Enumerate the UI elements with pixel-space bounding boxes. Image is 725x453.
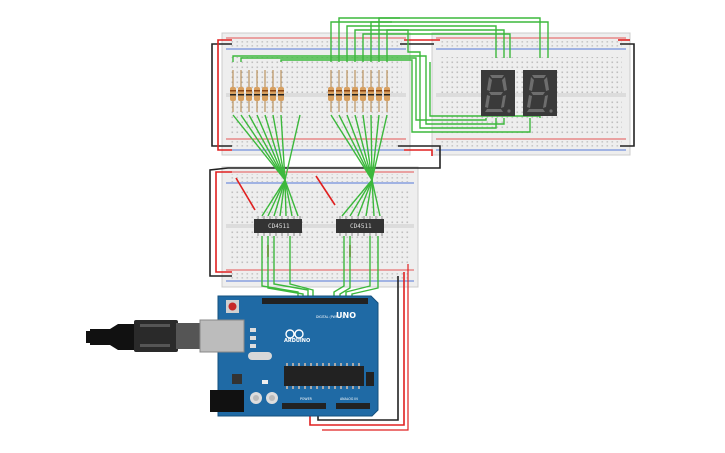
- analog-header-label: ANALOG IN: [340, 397, 358, 401]
- chip-label: CD4511: [350, 223, 372, 230]
- digital-header-label: DIGITAL (PWM ~): [316, 315, 343, 319]
- resistor-bank-right[interactable]: [328, 70, 390, 112]
- usb-cable[interactable]: [86, 320, 206, 352]
- chip-cd4511-1[interactable]: CD4511: [254, 216, 302, 236]
- chip-cd4511-2[interactable]: CD4511: [336, 216, 384, 236]
- arduino-brand-text: ARDUINO: [284, 338, 310, 344]
- power-header-label: POWER: [300, 397, 313, 401]
- chip-label: CD4511: [268, 223, 290, 230]
- uno-logo-text: UNO: [336, 311, 356, 320]
- breadboard-top-right[interactable]: [431, 32, 631, 156]
- breadboard-bottom[interactable]: [221, 166, 419, 288]
- seven-segment-display-1[interactable]: [481, 70, 515, 116]
- arduino-uno-board[interactable]: UNO ARDUINO DIGITAL (PWM ~) POWER ANALOG…: [86, 295, 379, 417]
- resistor-bank-left[interactable]: [230, 70, 284, 112]
- seven-segment-display-2[interactable]: [523, 70, 557, 116]
